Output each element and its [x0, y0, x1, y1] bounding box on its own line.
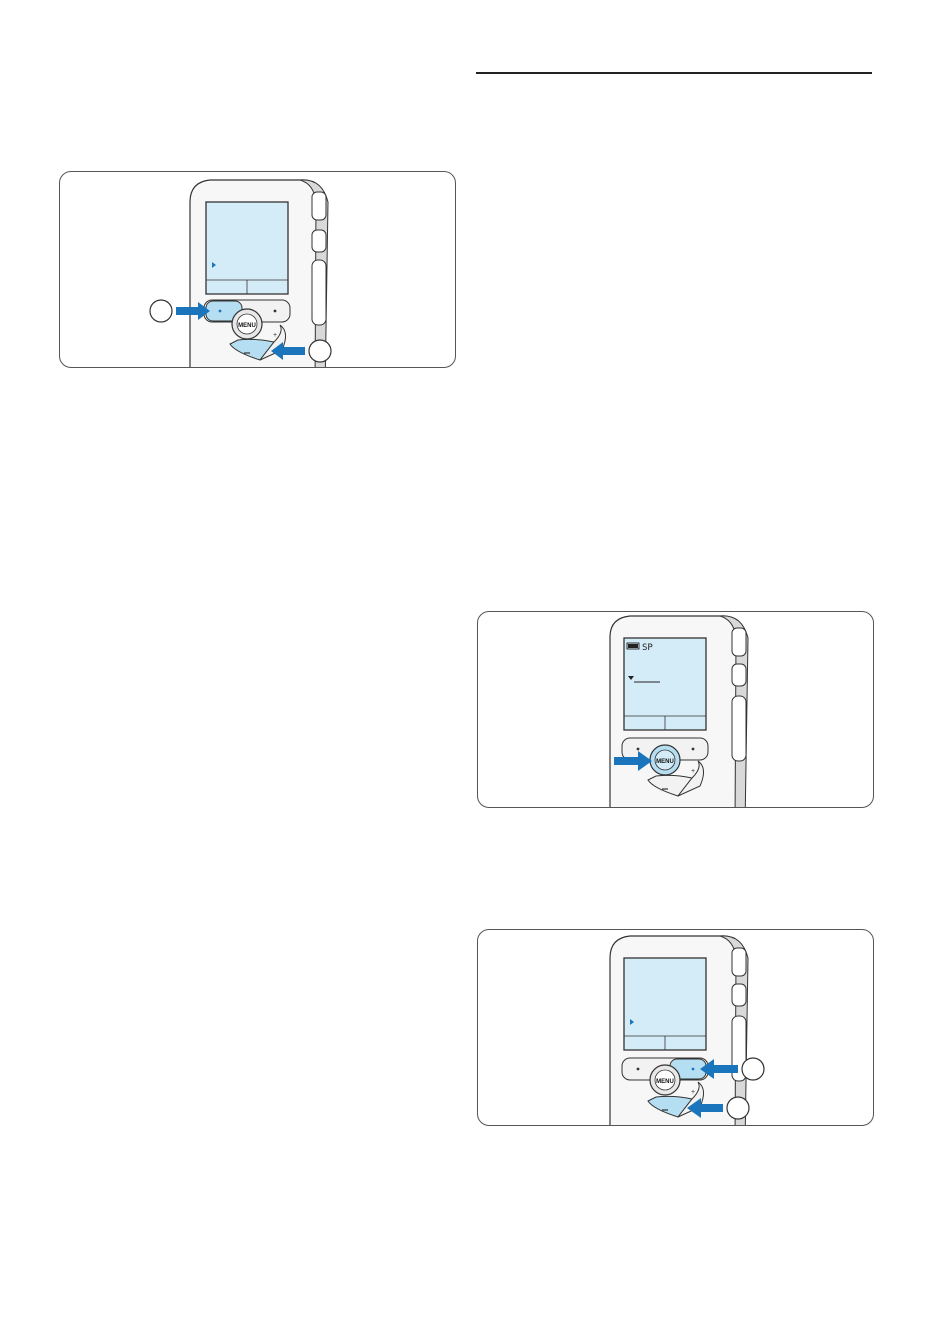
screen-status-text: SP [642, 643, 653, 653]
illustration-panel-1: MENU + [59, 171, 456, 368]
side-record-button [732, 948, 746, 976]
dictation-device-illustration: MENU + [60, 172, 455, 367]
side-slider [732, 984, 746, 1006]
menu-button-label: MENU [656, 1079, 674, 1085]
side-slider [312, 230, 326, 252]
callout-circle-2 [309, 340, 331, 362]
illustration-panel-2: SP MENU + [477, 611, 874, 808]
plus-icon: + [273, 332, 277, 339]
illustration-panel-3: MENU + [477, 929, 874, 1126]
side-record-button [312, 192, 326, 220]
side-volume-button [312, 260, 326, 325]
callout-circle-1 [150, 300, 172, 322]
dictation-device-illustration: MENU + [478, 930, 873, 1125]
menu-button-label: MENU [238, 323, 256, 329]
side-volume-button [732, 696, 746, 761]
callout-circle-1 [742, 1058, 764, 1080]
callout-circle-2 [727, 1097, 749, 1119]
plus-icon: + [691, 1089, 695, 1096]
dictation-device-illustration: SP MENU + [478, 612, 873, 807]
section-divider-rule [476, 72, 872, 74]
side-record-button [732, 628, 746, 656]
plus-icon: + [691, 768, 695, 775]
menu-button-label: MENU [656, 759, 674, 765]
side-slider [732, 664, 746, 686]
